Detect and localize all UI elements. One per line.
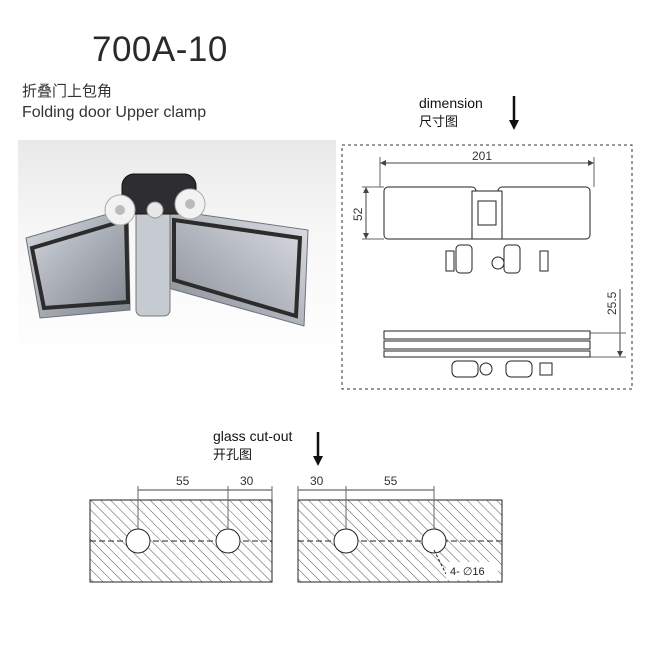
product-photo <box>18 140 336 368</box>
cutout-drawing: 55 30 30 55 4- ∅16 <box>89 474 503 583</box>
dimension-label: dimension <box>419 95 483 111</box>
down-arrow-icon <box>509 96 519 130</box>
hole-note-label: 4- ∅16 <box>450 566 485 578</box>
height-dim-label: 52 <box>351 207 365 221</box>
cutout-label: glass cut-out <box>213 428 293 444</box>
dimension-drawing: 201 52 25.5 <box>341 144 633 390</box>
right-dim-a-label: 30 <box>310 474 324 488</box>
clamp-illustration <box>25 173 309 327</box>
product-title-cn: 折叠门上包角 <box>22 82 113 100</box>
right-dim-b-label: 55 <box>384 474 398 488</box>
model-number: 700A-10 <box>92 30 228 69</box>
width-dim-label: 201 <box>472 149 492 163</box>
cutout-label-cn: 开孔图 <box>213 448 253 463</box>
dimension-label-cn: 尺寸图 <box>419 115 459 130</box>
left-dim-a-label: 55 <box>176 474 190 488</box>
product-title-en: Folding door Upper clamp <box>22 104 207 121</box>
side-dim-label: 25.5 <box>605 291 619 315</box>
left-dim-b-label: 30 <box>240 474 254 488</box>
down-arrow-icon <box>313 432 323 466</box>
